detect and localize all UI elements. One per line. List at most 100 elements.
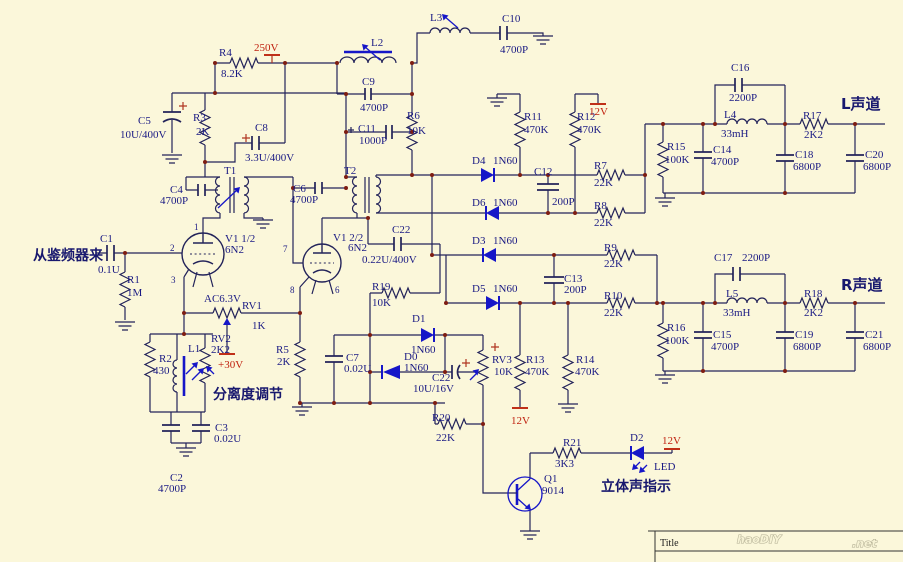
power-30v: +30V	[218, 359, 243, 371]
value-r16: 100K	[665, 335, 690, 347]
label-l2: L2	[371, 37, 383, 49]
value-r19: 10K	[372, 297, 391, 309]
label-d5: D5	[472, 283, 486, 295]
power-12v-top: 12V	[589, 106, 608, 118]
type-v1b: 6N2	[348, 242, 367, 254]
separation-adjust-label: 分离度调节	[213, 386, 283, 403]
label-t1: T1	[224, 165, 236, 177]
capacitors	[106, 26, 864, 432]
value-c4: 4700P	[160, 195, 188, 207]
label-rv1: RV1	[242, 300, 262, 312]
label-r5: R5	[276, 344, 289, 356]
transistor-q1	[507, 476, 543, 512]
watermark-tld: .net	[852, 537, 877, 550]
value-c22b: 10U/16V	[413, 383, 454, 395]
value-q1: 9014	[542, 485, 565, 497]
label-c15: C15	[713, 329, 732, 341]
value-r9: 22K	[604, 258, 623, 270]
label-l3: L3	[430, 12, 443, 24]
value-r11: 470K	[524, 124, 549, 136]
value-r20: 22K	[436, 432, 455, 444]
value-d5: 1N60	[493, 283, 518, 295]
value-c15: 4700P	[711, 341, 739, 353]
value-l4: 33mH	[721, 128, 749, 140]
label-c16: C16	[731, 62, 750, 74]
title-block-label: Title	[660, 538, 679, 549]
label-r14: R14	[576, 354, 595, 366]
label-r15: R15	[667, 141, 686, 153]
value-r4: 8.2K	[221, 68, 243, 80]
value-d2: LED	[654, 461, 675, 473]
value-c11: 1000P	[359, 135, 387, 147]
value-c6: 4700P	[290, 194, 318, 206]
label-c17: C17	[714, 252, 733, 264]
value-c19: 6800P	[793, 341, 821, 353]
value-d1: 1N60	[411, 344, 436, 356]
value-c5: 10U/400V	[120, 129, 167, 141]
label-c3: C3	[215, 422, 228, 434]
value-c2: 4700P	[158, 483, 186, 495]
label-c4: C4	[170, 184, 183, 196]
value-r13: 470K	[525, 366, 550, 378]
pin-v1b-8: 8	[290, 285, 295, 295]
label-c19: C19	[795, 329, 814, 341]
value-c17: 2200P	[742, 252, 770, 264]
wires	[96, 32, 885, 531]
value-r5: 2K	[277, 356, 291, 368]
label-d0: D0	[404, 351, 418, 363]
label-r12: R12	[577, 111, 595, 123]
label-l4: L4	[724, 109, 737, 121]
value-rv1: 1K	[252, 320, 266, 332]
value-r21: 3K3	[555, 458, 574, 470]
value-c14: 4700P	[711, 156, 739, 168]
label-r6: R6	[407, 110, 420, 122]
label-c10: C10	[502, 13, 521, 25]
label-rv2: RV2	[211, 333, 231, 345]
label-c6: C6	[293, 183, 306, 195]
power-symbols	[179, 54, 680, 450]
value-c20: 6800P	[863, 161, 891, 173]
value-r8: 22K	[594, 217, 613, 229]
pin-v1b-6: 6	[335, 285, 340, 295]
label-c21: C21	[865, 329, 883, 341]
value-r17: 2K2	[804, 129, 823, 141]
label-r16: R16	[667, 322, 686, 334]
label-r2: R2	[159, 353, 172, 365]
label-c20: C20	[865, 149, 884, 161]
label-l1: L1	[188, 343, 200, 355]
value-c13: 200P	[564, 284, 587, 296]
label-c7: C7	[346, 352, 359, 364]
label-r10: R10	[604, 290, 623, 302]
value-d0: 1N60	[404, 362, 429, 374]
label-r20: R20	[432, 412, 451, 424]
label-t2: T2	[344, 165, 356, 177]
value-c9: 4700P	[360, 102, 388, 114]
component-labels: R4 8.2K 250V C5 10U/400V R3 2K C8 3.3U/4…	[98, 12, 891, 497]
label-c18: C18	[795, 149, 814, 161]
label-d2: D2	[630, 432, 643, 444]
value-r15: 100K	[665, 154, 690, 166]
value-c8: 3.3U/400V	[245, 152, 294, 164]
label-r13: R13	[526, 354, 545, 366]
label-c1: C1	[100, 233, 113, 245]
diode-d3	[483, 248, 496, 262]
vacuum-tubes	[181, 232, 342, 283]
value-c10: 4700P	[500, 44, 528, 56]
diode-d6	[486, 206, 499, 220]
value-r12: 470K	[577, 124, 602, 136]
label-c14: C14	[713, 144, 732, 156]
value-r14: 470K	[575, 366, 600, 378]
diode-d2-led	[631, 446, 644, 460]
label-r7: R7	[594, 160, 607, 172]
value-l5: 33mH	[723, 307, 751, 319]
value-c3: 0.02U	[214, 433, 241, 445]
label-r21: R21	[563, 437, 581, 449]
label-q1: Q1	[544, 473, 557, 485]
label-r1: R1	[127, 274, 140, 286]
label-c12: C12	[534, 166, 552, 178]
input-source-label: 从鉴频器来	[33, 247, 104, 264]
pin-v1a-3: 3	[171, 275, 176, 285]
pin-v1a-2: 2	[170, 243, 175, 253]
label-r3: R3	[193, 112, 206, 124]
